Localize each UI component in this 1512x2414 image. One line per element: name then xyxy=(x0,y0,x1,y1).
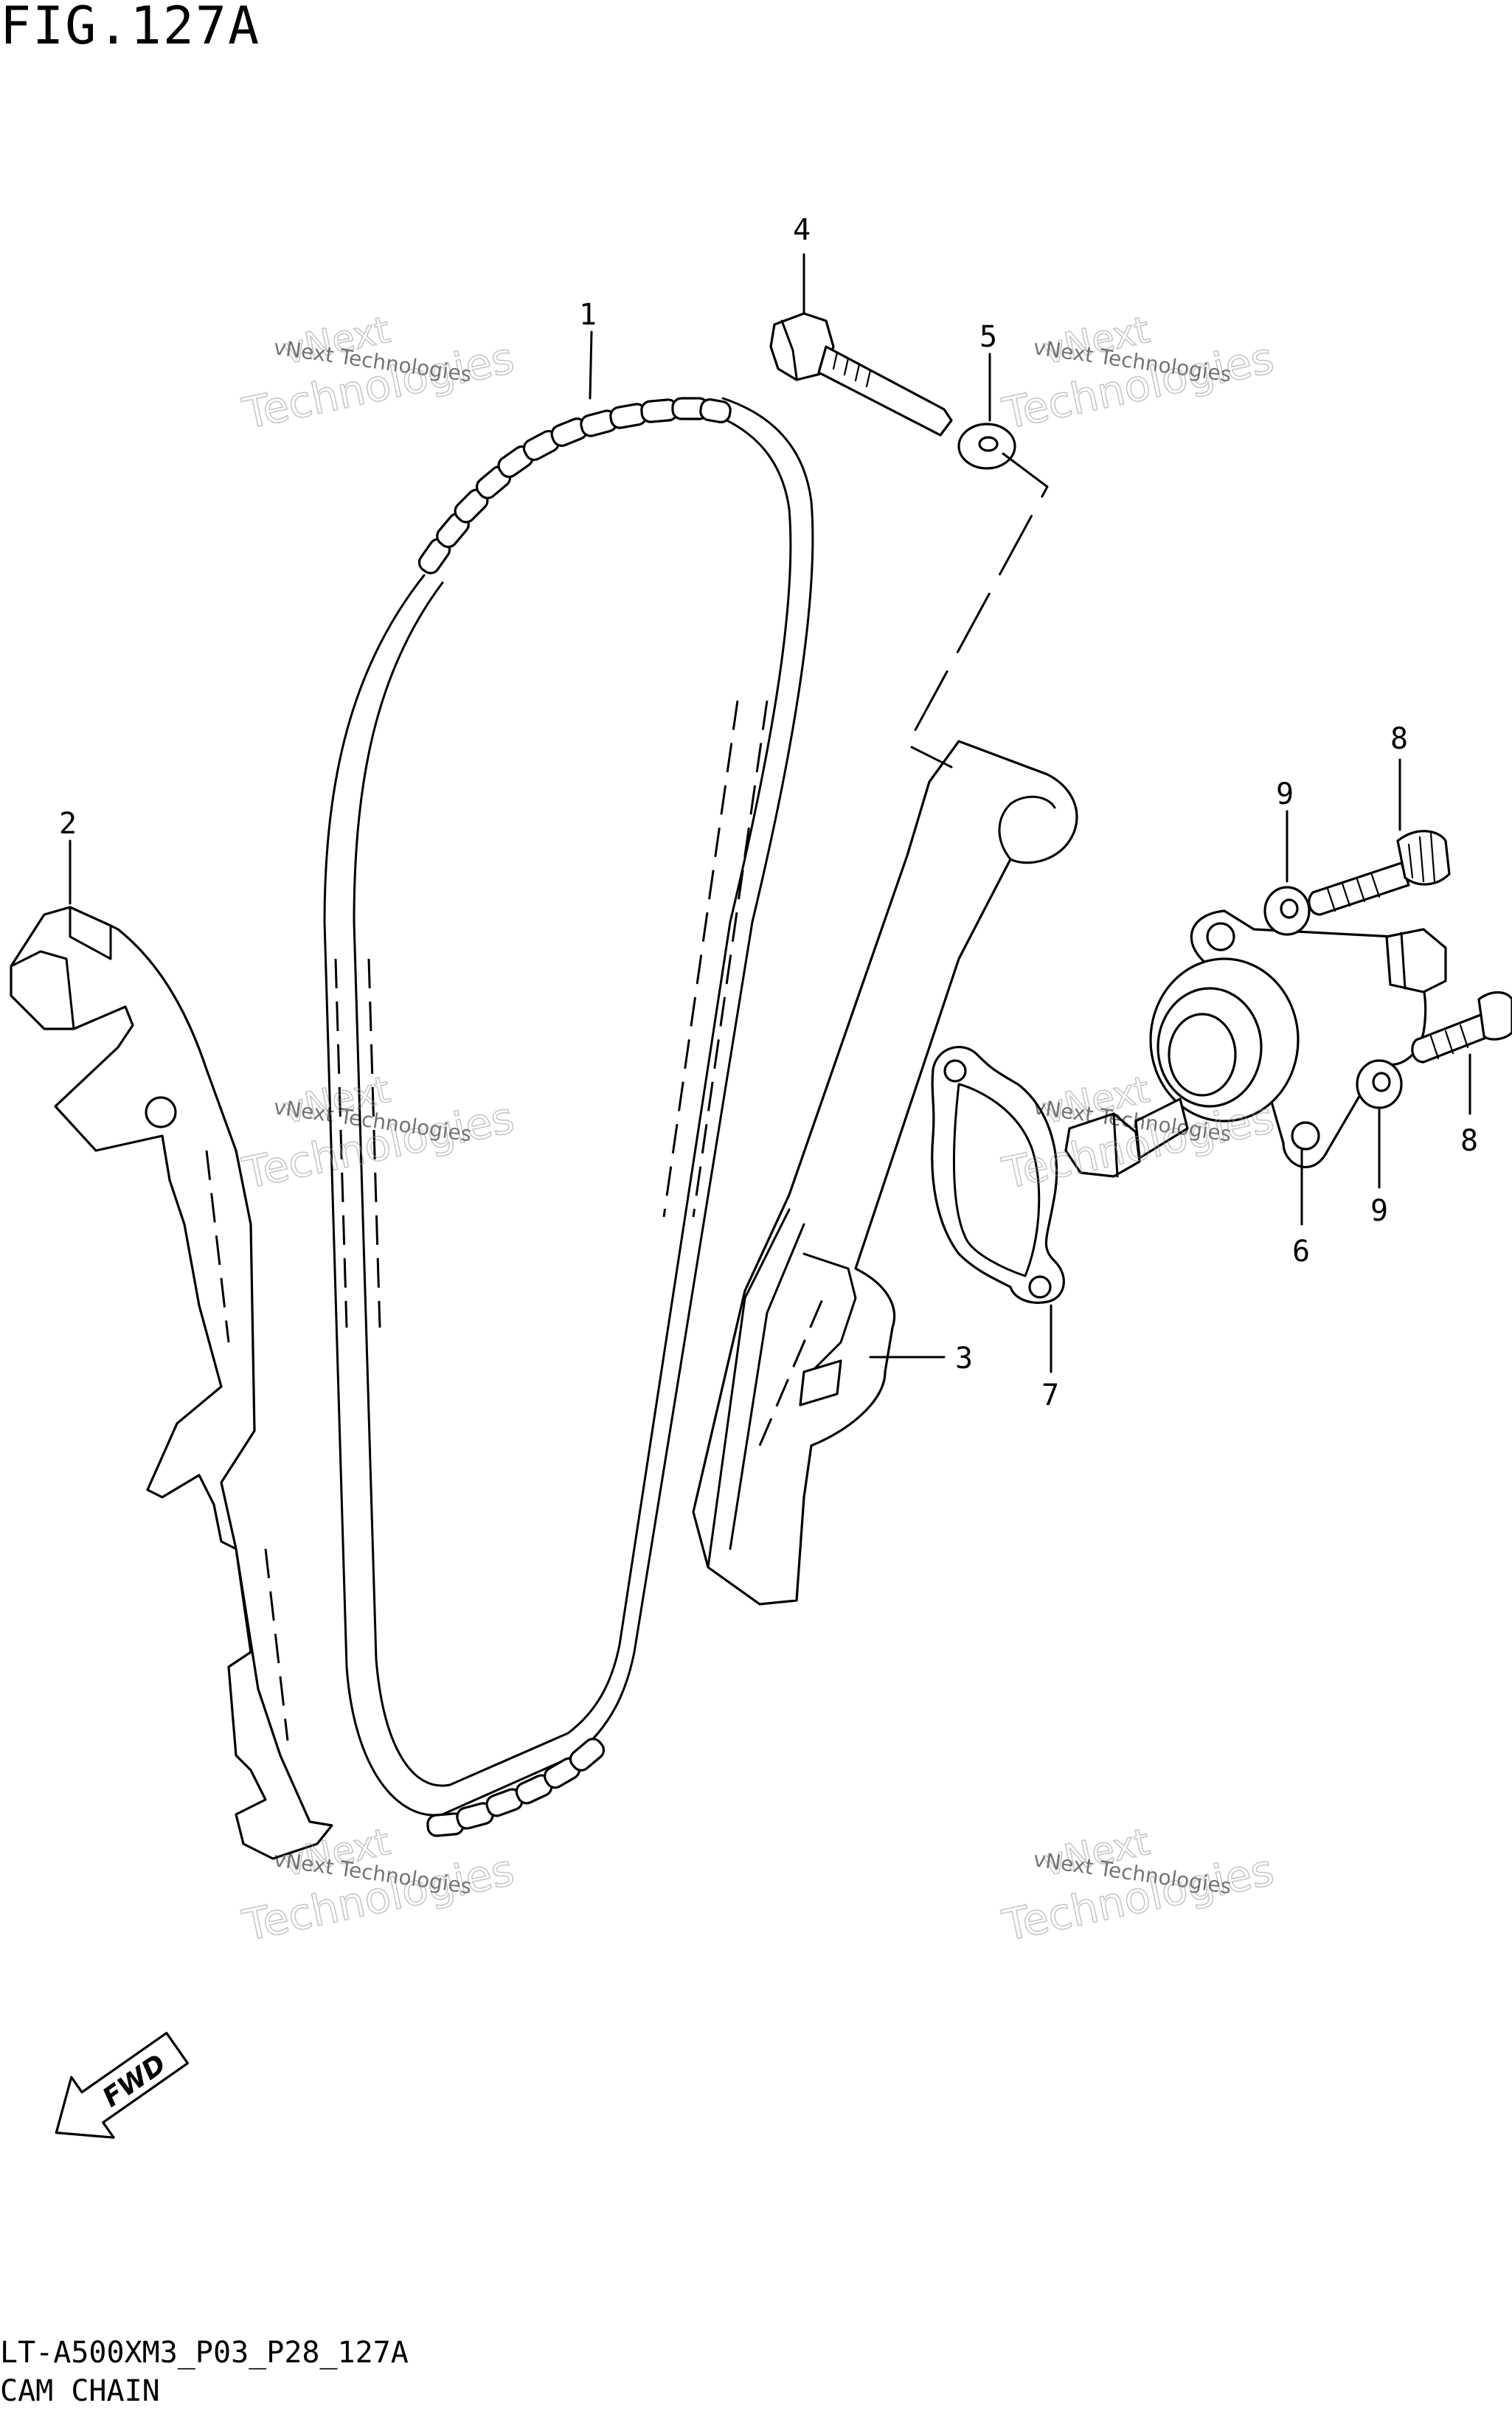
callout-5: 5 xyxy=(979,320,997,354)
chain-links-top xyxy=(417,397,732,575)
callout-numbers: 1 2 3 4 5 6 7 8 8 9 9 xyxy=(59,213,1478,1412)
leader-lines xyxy=(69,253,1471,1373)
callout-6: 6 xyxy=(1292,1235,1310,1269)
callout-1: 1 xyxy=(579,298,597,332)
figure-name: CAM CHAIN xyxy=(0,2374,160,2408)
callout-4: 4 xyxy=(793,213,811,247)
callout-3: 3 xyxy=(955,1342,973,1376)
cam-chain-tensioner-adjuster[interactable] xyxy=(1064,909,1447,1178)
cam-chain[interactable] xyxy=(323,397,814,1837)
washer-5[interactable] xyxy=(957,423,1016,470)
fwd-arrow: FWD xyxy=(55,2031,190,2139)
callout-9-upper: 9 xyxy=(1276,777,1294,811)
cam-chain-tensioner-guide[interactable] xyxy=(692,740,1078,1606)
washer-9-upper[interactable] xyxy=(1263,886,1311,936)
callout-8-lower: 8 xyxy=(1460,1124,1478,1158)
callout-7: 7 xyxy=(1041,1378,1059,1412)
leader-5-to-3 xyxy=(906,452,1049,769)
callout-8-upper: 8 xyxy=(1390,722,1408,756)
cam-chain-guide-front[interactable] xyxy=(10,906,333,1860)
callout-2: 2 xyxy=(59,807,77,841)
callout-9-lower: 9 xyxy=(1370,1194,1388,1228)
guide-bolt[interactable] xyxy=(769,312,953,437)
chain-links-bottom xyxy=(426,1738,606,1837)
tensioner-gasket[interactable] xyxy=(931,1046,1065,1304)
figure-title: FIG.127A xyxy=(0,0,261,56)
tensioner-bolt-lower[interactable] xyxy=(1411,991,1512,1064)
figure-code: LT-A500XM3_P03_P28_127A xyxy=(0,2336,409,2370)
watermarks: vNext Technologies vNext Technologies vN… xyxy=(237,308,1278,1952)
tensioner-bolt-upper[interactable] xyxy=(1308,830,1451,916)
washer-9-lower[interactable] xyxy=(1356,1059,1403,1109)
